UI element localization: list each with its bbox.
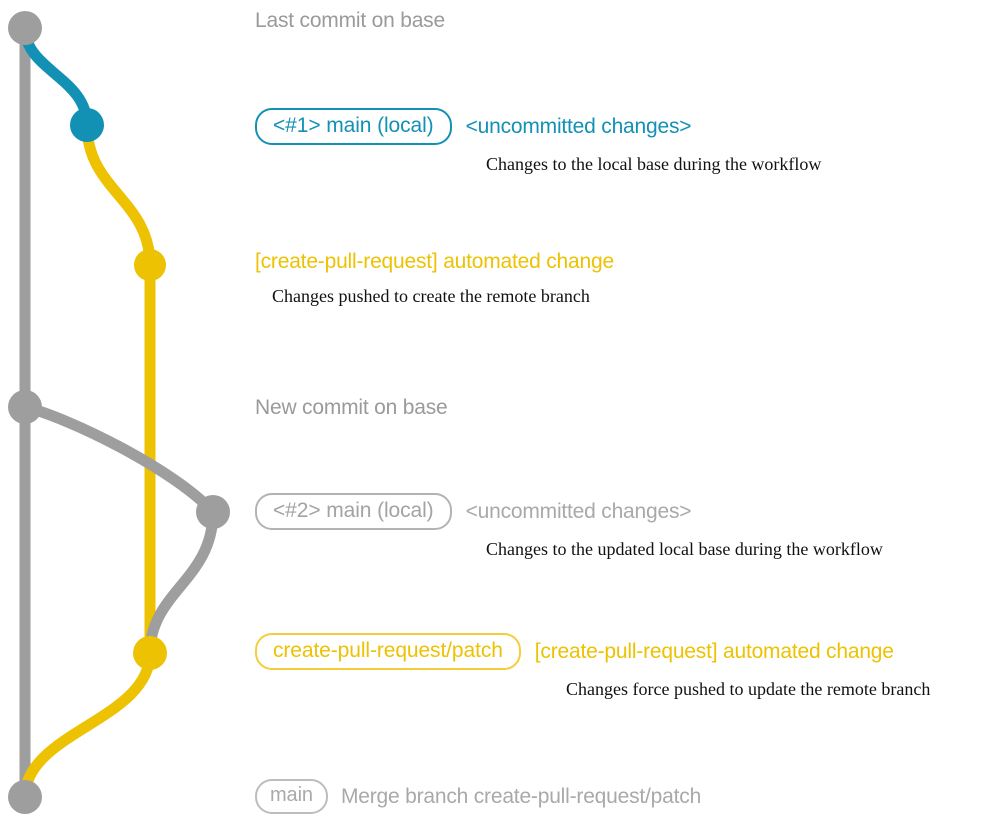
row-commit-3: <#2> main (local) <uncommitted changes> … (255, 493, 981, 560)
row-commit-4-line: create-pull-request/patch [create-pull-r… (255, 633, 981, 670)
graph-edge-commit4-to-merge (19, 647, 156, 803)
commit-3-headline: <uncommitted changes> (465, 499, 692, 523)
merge-headline: Merge branch create-pull-request/patch (340, 784, 702, 808)
graph-node-commit-2[interactable] (134, 249, 166, 281)
commit-2-headline: [create-pull-request] automated change (255, 250, 614, 273)
row-new-commit-line: New commit on base (255, 395, 981, 421)
row-commit-2-line: [create-pull-request] automated change (255, 249, 981, 275)
commit-1-headline: <uncommitted changes> (465, 114, 692, 138)
graph-edge-commit3-to-commit4 (144, 506, 219, 659)
row-merge: main Merge branch create-pull-request/pa… (255, 779, 981, 814)
graph-edge-basenew-to-commit3 (19, 401, 219, 518)
graph-node-merge-commit[interactable] (8, 780, 42, 814)
branch-badge-main-local-2[interactable]: <#2> main (local) (255, 493, 452, 530)
graph-node-base-top[interactable] (8, 11, 42, 45)
row-commit-4: create-pull-request/patch [create-pull-r… (255, 633, 981, 700)
commit-1-caption: Changes to the local base during the wor… (486, 154, 822, 174)
graph-node-commit-1[interactable] (70, 108, 104, 142)
branch-badge-create-pull-request-patch[interactable]: create-pull-request/patch (255, 633, 521, 670)
row-commit-1-line: <#1> main (local) <uncommitted changes> (255, 108, 981, 145)
commit-3-caption: Changes to the updated local base during… (486, 539, 883, 559)
commit-2-caption: Changes pushed to create the remote bran… (272, 286, 590, 306)
graph-edge-commit1-to-commit2 (81, 119, 156, 659)
graph-node-commit-3[interactable] (196, 495, 230, 529)
row-commit-1: <#1> main (local) <uncommitted changes> … (255, 108, 981, 175)
row-last-commit: Last commit on base (255, 8, 981, 34)
row-last-commit-line: Last commit on base (255, 8, 981, 34)
last-commit-headline: Last commit on base (255, 9, 445, 32)
row-new-commit: New commit on base (255, 395, 981, 421)
graph-node-commit-4[interactable] (133, 636, 167, 670)
branch-badge-main-local-1[interactable]: <#1> main (local) (255, 108, 452, 145)
git-graph (8, 11, 230, 814)
new-commit-headline: New commit on base (255, 396, 448, 419)
graph-edge-base-to-commit1 (19, 22, 93, 131)
row-commit-2: [create-pull-request] automated change C… (255, 249, 981, 307)
commit-4-headline: [create-pull-request] automated change (534, 639, 894, 663)
branch-badge-main[interactable]: main (255, 779, 328, 814)
row-commit-3-line: <#2> main (local) <uncommitted changes> (255, 493, 981, 530)
row-merge-line: main Merge branch create-pull-request/pa… (255, 779, 981, 814)
graph-node-base-new[interactable] (8, 390, 42, 424)
commit-4-caption: Changes force pushed to update the remot… (566, 679, 931, 699)
